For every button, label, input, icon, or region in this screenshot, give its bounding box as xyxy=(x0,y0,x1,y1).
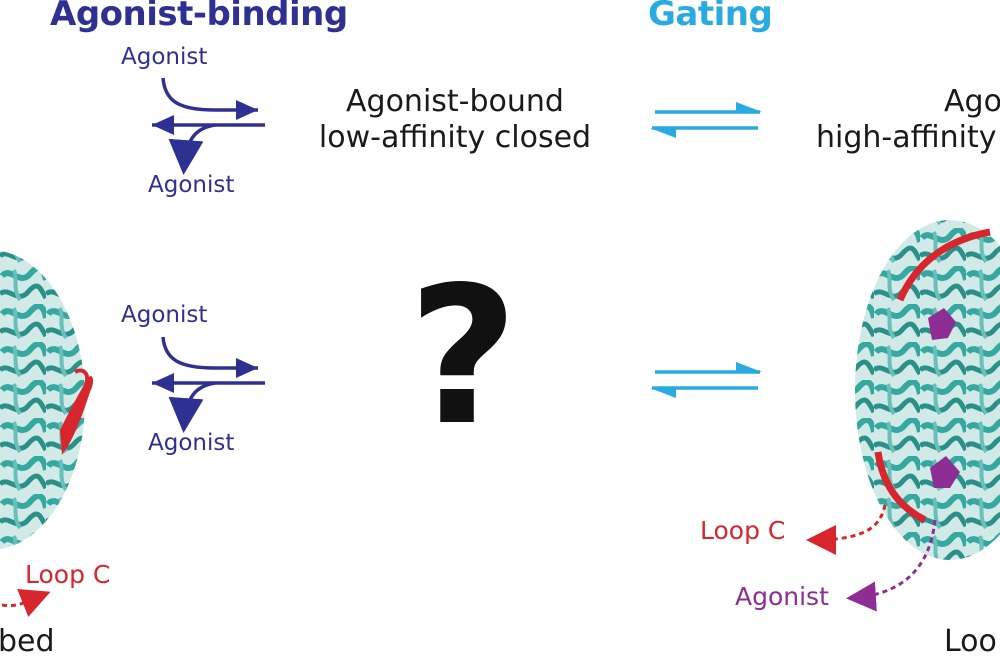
high-affinity-state: Ago high-affinity xyxy=(816,84,1000,156)
state-line-2: low-affinity closed xyxy=(318,120,592,155)
left-loop-c-label: Loop C xyxy=(25,560,111,589)
right-agonist-label: Agonist xyxy=(735,582,829,611)
row1-agonist-label-top: Agonist xyxy=(121,44,208,70)
binding-equilibrium-arrows-row2 xyxy=(152,336,265,433)
binding-equilibrium-arrows-row1 xyxy=(152,77,265,175)
row1-agonist-label-bottom: Agonist xyxy=(148,172,235,198)
right-structure-caption: Loo xyxy=(944,624,997,659)
state-line-1: Agonist-bound xyxy=(346,84,564,119)
right-state-line-2: high-affinity xyxy=(816,120,997,155)
right-loop-c-label: Loop C xyxy=(700,516,786,545)
right-agonist-dashed-arrow xyxy=(846,519,937,612)
left-loop-c-dashed-arrow xyxy=(1,588,51,617)
left-protein-structure xyxy=(0,250,94,550)
row2-agonist-label-top: Agonist xyxy=(121,302,208,328)
gating-header: Gating xyxy=(648,0,773,34)
row2-agonist-label-bottom: Agonist xyxy=(148,430,235,456)
unknown-state-question-mark: ? xyxy=(408,246,519,467)
right-loop-c-dashed-arrow xyxy=(806,504,887,555)
agonist-binding-header: Agonist-binding xyxy=(50,0,348,34)
gating-equilibrium-arrows-row2 xyxy=(650,362,762,398)
left-structure-caption: bed xyxy=(0,624,55,659)
right-state-line-1: Ago xyxy=(944,84,1000,119)
low-affinity-closed-state: Agonist-bound low-affinity closed xyxy=(300,84,610,156)
gating-equilibrium-arrows-row1 xyxy=(650,102,762,138)
right-protein-structure xyxy=(855,220,1000,560)
